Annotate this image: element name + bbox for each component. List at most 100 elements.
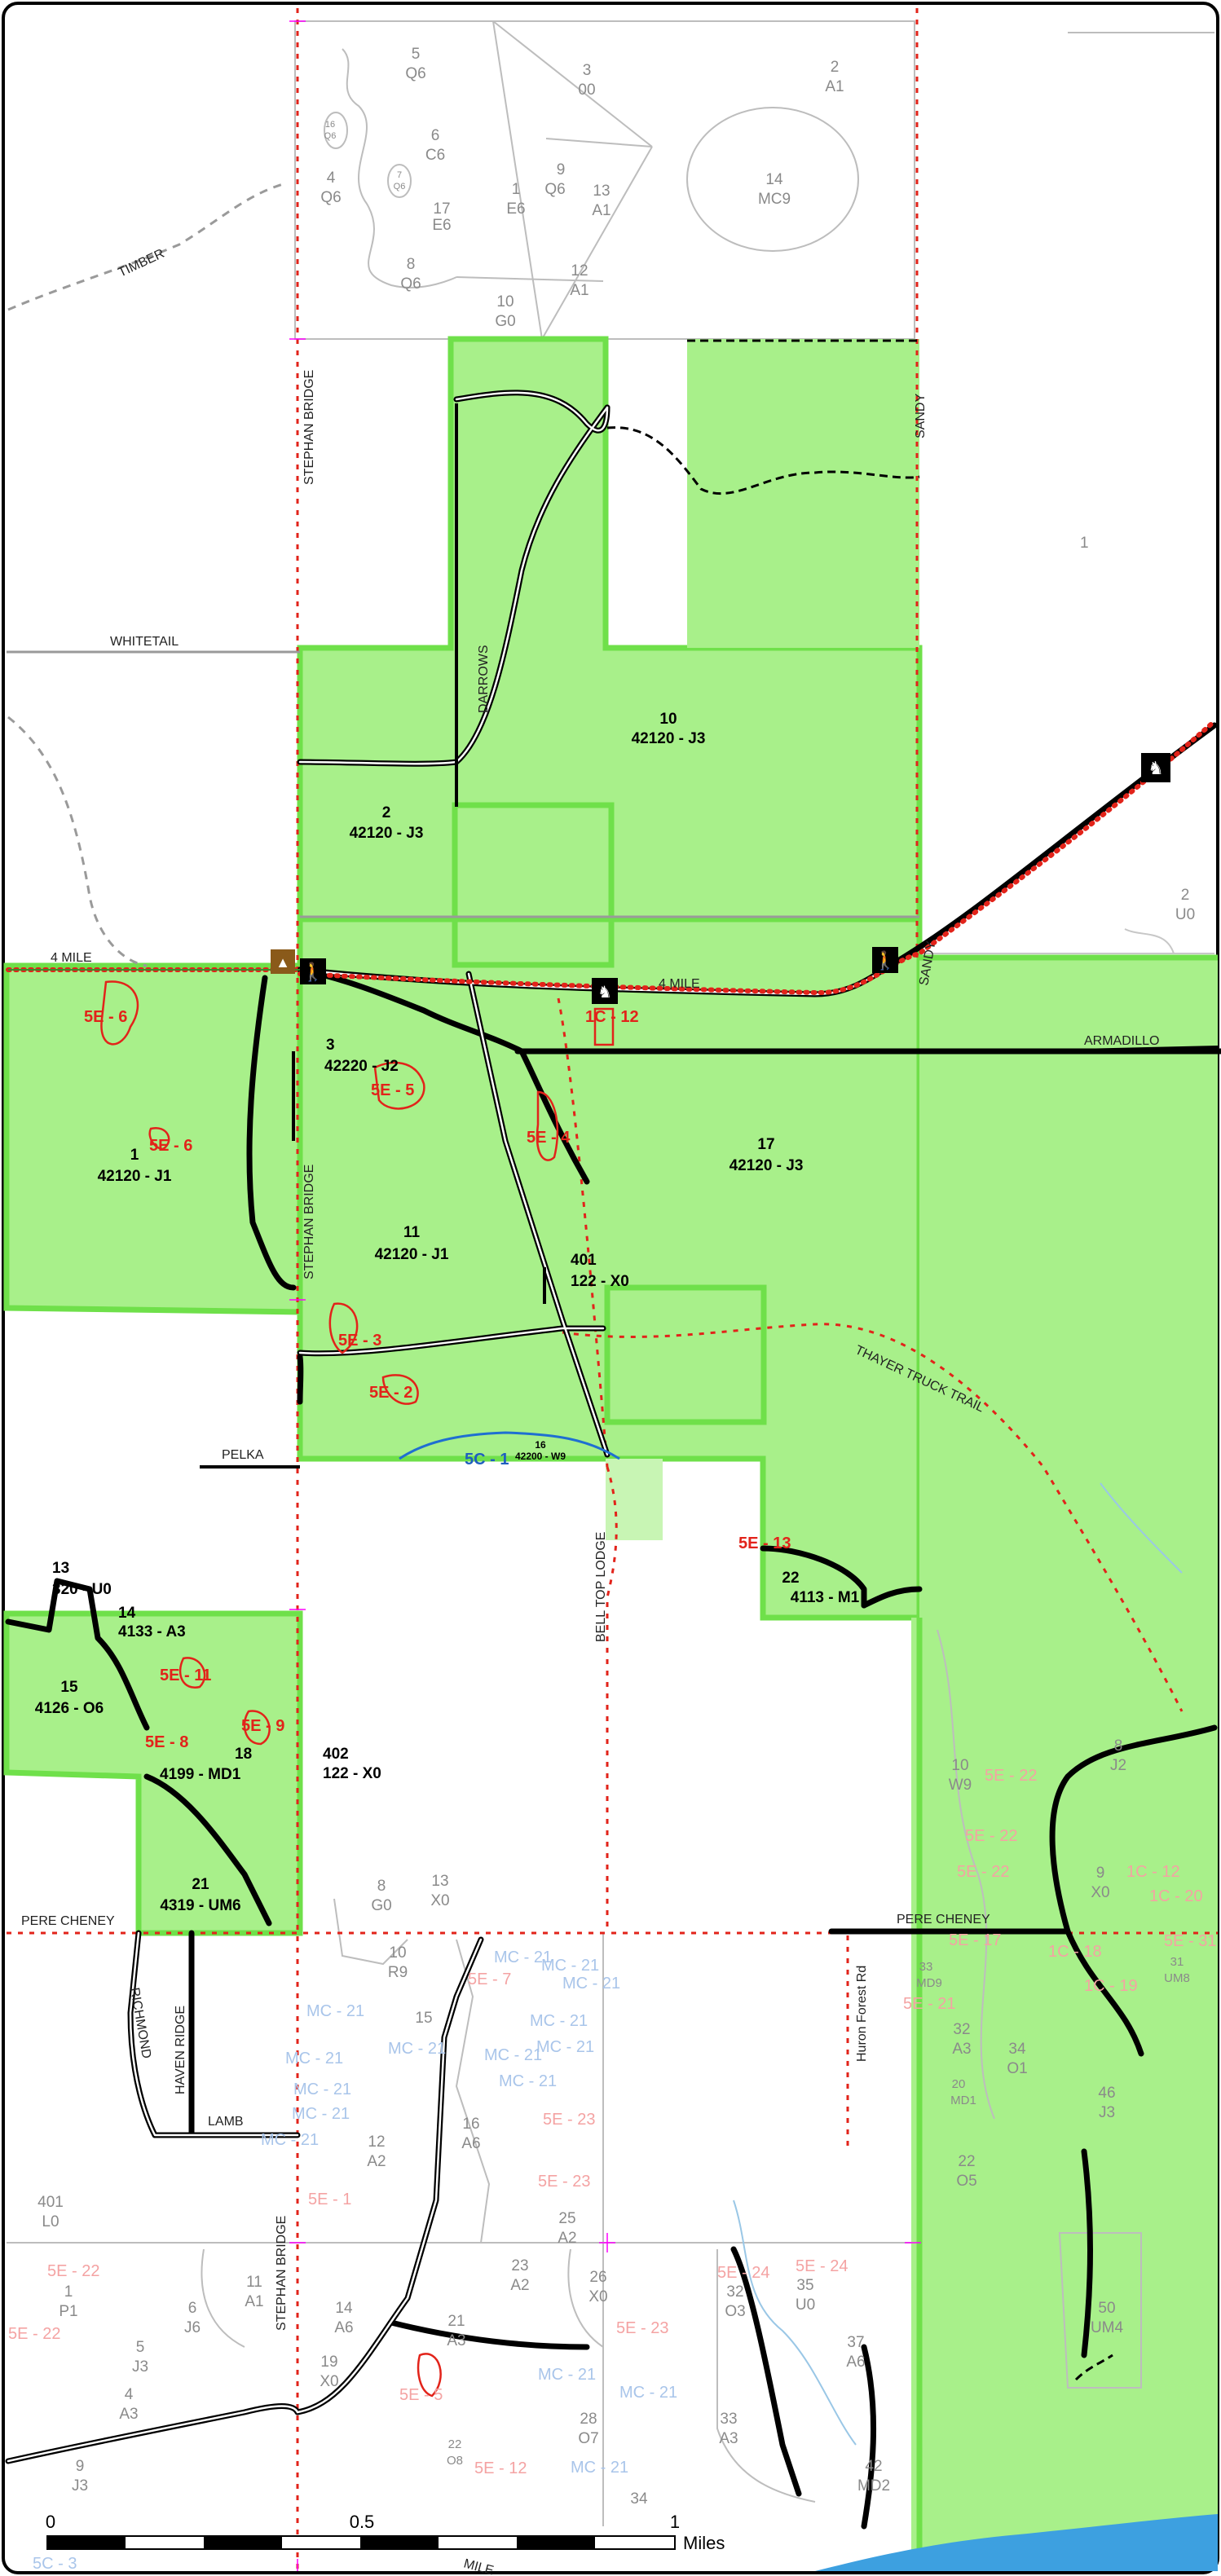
svg-text:2: 2	[1181, 887, 1190, 904]
svg-text:A2: A2	[510, 2277, 529, 2294]
bottom-left-5c-3: 5C - 3	[33, 2555, 77, 2573]
pink-5e-23-a: 5E - 23	[543, 2111, 595, 2129]
stand-top-8: 8Q6	[400, 256, 421, 293]
stand-bottom-8-j2: 8J2	[1110, 1737, 1126, 1774]
pink-5e-1: 5E - 1	[308, 2191, 351, 2208]
svg-text:X0: X0	[430, 1892, 449, 1909]
svg-text:4113 - M1: 4113 - M1	[791, 1589, 860, 1606]
svg-text:MC - 21: MC - 21	[306, 2002, 364, 2020]
svg-text:10: 10	[496, 293, 514, 310]
road-label-four-mile-left: 4 MILE	[51, 951, 92, 965]
svg-text:MD1: MD1	[950, 2094, 976, 2107]
svg-text:13: 13	[52, 1560, 69, 1577]
road-label-haven-ridge: HAVEN RIDGE	[174, 2006, 187, 2094]
stand-bottom-15: 15	[415, 2010, 432, 2027]
treatment-5e-11: 5E - 11	[160, 1667, 211, 1684]
treatment-5e-6-left: 5E - 6	[84, 1008, 127, 1026]
road-label-sandy-top: SANDY	[914, 394, 928, 438]
svg-text:16: 16	[462, 2116, 479, 2133]
pink-5e-7: 5E - 7	[468, 1971, 511, 1988]
svg-text:MC - 21: MC - 21	[388, 2040, 446, 2058]
stand-2-right: 2U0	[1175, 887, 1195, 923]
svg-text:Q6: Q6	[320, 189, 341, 206]
svg-text:14: 14	[335, 2300, 353, 2317]
svg-text:MC9: MC9	[758, 191, 791, 208]
road-label-pere-cheney-right: PERE CHENEY	[897, 1913, 990, 1926]
svg-text:▲: ▲	[275, 954, 290, 971]
svg-text:15: 15	[60, 1679, 78, 1696]
svg-text:42120 - J1: 42120 - J1	[375, 1246, 449, 1263]
treatment-1c-12: 1C - 12	[585, 1008, 639, 1026]
stand-3: 3 42220 - J2	[324, 1037, 399, 1075]
svg-text:33: 33	[720, 2411, 737, 2428]
pink-5e-22-e: 5E - 22	[8, 2325, 60, 2343]
road-label-stephan-bridge-top: STEPHAN BRIDGE	[302, 370, 316, 485]
svg-text:21: 21	[192, 1876, 209, 1893]
stand-bottom-4-a3: 4A3	[119, 2386, 138, 2423]
svg-text:MC - 21: MC - 21	[293, 2081, 351, 2098]
stand-1-right: 1	[1080, 535, 1089, 552]
svg-text:O1: O1	[1007, 2060, 1027, 2077]
campground-icon: ▲	[271, 949, 295, 974]
pink-5e-24-a: 5E - 24	[717, 2264, 769, 2282]
lake-bottom	[815, 2514, 1218, 2571]
svg-text:A2: A2	[558, 2230, 576, 2247]
svg-text:3: 3	[326, 1037, 335, 1054]
svg-text:20: 20	[952, 2077, 966, 2091]
svg-text:1: 1	[130, 1147, 139, 1164]
pink-1c-18: 1C - 18	[1048, 1943, 1102, 1961]
pink-5e-22-a: 5E - 22	[985, 1767, 1037, 1785]
svg-text:33: 33	[919, 1960, 933, 1974]
treatment-5e-2: 5E - 2	[369, 1384, 412, 1402]
svg-text:R9: R9	[388, 1964, 408, 1981]
svg-text:42220 - J2: 42220 - J2	[324, 1058, 399, 1075]
pink-5e-5: 5E - 5	[399, 2386, 443, 2404]
svg-text:MC - 21: MC - 21	[292, 2105, 350, 2123]
svg-text:MC - 21: MC - 21	[562, 1975, 620, 1993]
svg-text:13: 13	[431, 1873, 448, 1890]
pink-5e-17: 5E - 17	[949, 1931, 1001, 1949]
svg-text:MC - 21: MC - 21	[261, 2131, 319, 2149]
svg-text:22: 22	[782, 1570, 799, 1587]
svg-text:A3: A3	[719, 2430, 738, 2447]
pink-5e-21: 5E - 21	[903, 1995, 955, 2013]
svg-text:1: 1	[512, 181, 521, 198]
single-roads	[200, 403, 1219, 1469]
stand-top-4: 4Q6	[320, 170, 341, 206]
svg-text:Q6: Q6	[544, 181, 565, 198]
svg-text:12: 12	[368, 2133, 385, 2151]
svg-text:MD9: MD9	[916, 1976, 942, 1990]
svg-text:11: 11	[246, 2274, 262, 2291]
svg-text:10: 10	[951, 1757, 968, 1774]
svg-text:A6: A6	[846, 2354, 865, 2371]
svg-text:9: 9	[1096, 1865, 1105, 1882]
svg-text:42120 - J3: 42120 - J3	[632, 730, 706, 747]
svg-text:35: 35	[796, 2277, 813, 2294]
svg-text:4126 - O6: 4126 - O6	[35, 1700, 104, 1717]
treatment-5c-1: 5C - 1	[465, 1451, 509, 1469]
svg-text:L0: L0	[42, 2213, 59, 2230]
svg-text:A6: A6	[461, 2135, 480, 2152]
svg-text:4133 - A3: 4133 - A3	[118, 1623, 186, 1640]
svg-text:♞: ♞	[597, 984, 612, 1002]
svg-text:♞: ♞	[1148, 758, 1164, 778]
